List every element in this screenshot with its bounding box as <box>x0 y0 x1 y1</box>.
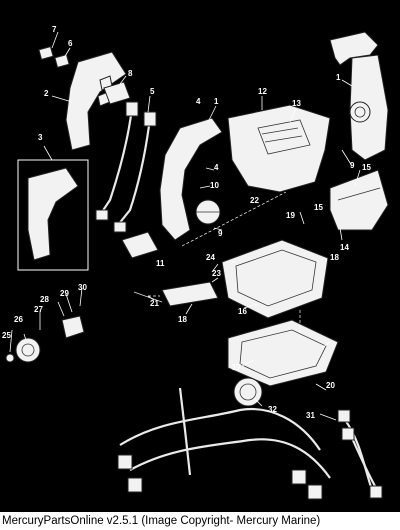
part-switch-7[interactable] <box>38 46 54 60</box>
callout-21: 21 <box>150 299 159 308</box>
part-31-harness[interactable] <box>337 409 383 499</box>
callout-25: 25 <box>2 331 11 340</box>
callout-32: 32 <box>268 405 277 414</box>
callout-18-right: 18 <box>330 253 339 262</box>
part-26-pulley[interactable] <box>15 337 41 363</box>
part-control-handle-center[interactable] <box>159 117 223 241</box>
callout-30: 30 <box>78 283 87 292</box>
callout-18-left: 18 <box>178 315 187 324</box>
callout-23: 23 <box>212 269 221 278</box>
callout-17: 17 <box>232 363 241 372</box>
part-21-screw[interactable] <box>133 291 163 303</box>
part-28-cam[interactable] <box>61 315 85 339</box>
callout-8: 8 <box>128 69 133 78</box>
footer-copyright: MercuryPartsOnline v2.5.1 (Image Copyrig… <box>0 512 400 530</box>
callout-19: 19 <box>286 211 295 220</box>
callout-13: 13 <box>292 99 301 108</box>
callout-22: 22 <box>250 196 259 205</box>
callout-11: 11 <box>156 259 165 268</box>
part-17-gasket[interactable] <box>227 319 339 387</box>
callout-9-right: 9 <box>350 161 355 170</box>
callout-28: 28 <box>40 295 49 304</box>
callout-4b: 4 <box>214 163 219 172</box>
exploded-parts-diagram: 7 6 2 3 8 5 4 1 12 13 1 9 15 14 15 19 22… <box>2 25 389 500</box>
part-16-base-frame[interactable] <box>221 239 329 319</box>
callout-9-center: 9 <box>218 229 223 238</box>
callout-15b: 15 <box>314 203 323 212</box>
callout-4: 4 <box>196 97 201 106</box>
part-12-cover[interactable] <box>227 104 331 193</box>
callout-12: 12 <box>258 87 267 96</box>
callout-26: 26 <box>14 315 23 324</box>
callout-3: 3 <box>38 133 43 142</box>
callout-16: 16 <box>238 307 247 316</box>
part-25-washer[interactable] <box>5 353 15 363</box>
callout-27: 27 <box>34 305 43 314</box>
callout-1-center: 1 <box>214 97 219 106</box>
callout-20: 20 <box>326 381 335 390</box>
part-3-inset[interactable] <box>17 159 89 271</box>
callout-29: 29 <box>60 289 69 298</box>
callout-7: 7 <box>52 25 57 34</box>
part-11-plate[interactable] <box>121 231 159 259</box>
callout-6: 6 <box>68 39 73 48</box>
callout-10: 10 <box>210 181 219 190</box>
part-5-harness[interactable] <box>95 101 157 233</box>
callout-2: 2 <box>44 89 49 98</box>
part-switch-6[interactable] <box>54 54 70 68</box>
part-18-bracket[interactable] <box>161 281 219 307</box>
callout-24: 24 <box>206 253 215 262</box>
callout-5: 5 <box>150 87 155 96</box>
part-32-harness[interactable] <box>117 377 331 500</box>
part-8-bracket[interactable] <box>103 81 131 105</box>
callout-31: 31 <box>306 411 315 420</box>
part-14-side-cap[interactable] <box>329 169 389 231</box>
callout-14: 14 <box>340 243 349 252</box>
callout-1-right: 1 <box>336 73 341 82</box>
callout-15: 15 <box>362 163 371 172</box>
part-control-handle-upper[interactable] <box>329 31 389 161</box>
